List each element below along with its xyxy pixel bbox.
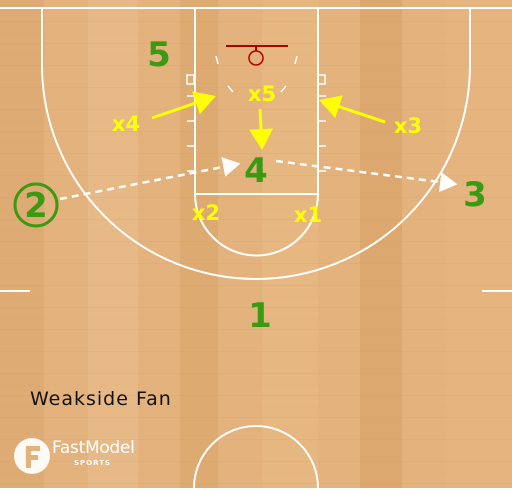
- logo-title: FastModel: [52, 438, 135, 458]
- pass-4-to-3-arrow: [275, 159, 458, 193]
- defense-player-x1: x1: [294, 203, 322, 227]
- play-caption: Weakside Fan: [30, 388, 172, 410]
- offense-player-4: 4: [244, 151, 268, 191]
- offense-player-3: 3: [463, 175, 487, 215]
- offense-player-5: 5: [147, 35, 171, 75]
- x5-rotation-arrow: [249, 108, 274, 150]
- pass-arrows: [59, 157, 458, 201]
- fastmodel-f-logo-icon: [14, 438, 50, 474]
- defense-player-x3: x3: [394, 114, 422, 138]
- free-throw-circle: [194, 193, 319, 257]
- defense-player-x2: x2: [192, 201, 220, 225]
- logo-subtitle: SPORTS: [74, 459, 112, 467]
- defense-arrows: [151, 91, 386, 150]
- offense-player-1: 1: [248, 296, 272, 336]
- center-circle: [193, 425, 319, 489]
- fastmodel-logo: FastModel SPORTS: [12, 434, 142, 478]
- pass-2-to-4-arrow: [59, 157, 241, 201]
- defense-player-x4: x4: [112, 112, 140, 136]
- rim: [248, 50, 264, 66]
- x3-rotation-arrow: [319, 95, 386, 124]
- defense-player-x5: x5: [248, 82, 276, 106]
- player-2-ball-ring: [13, 182, 59, 228]
- x4-rotation-arrow: [151, 91, 216, 120]
- three-point-line: [41, 8, 471, 280]
- restricted-area: [215, 55, 298, 93]
- offense-player-2: 2: [24, 186, 48, 226]
